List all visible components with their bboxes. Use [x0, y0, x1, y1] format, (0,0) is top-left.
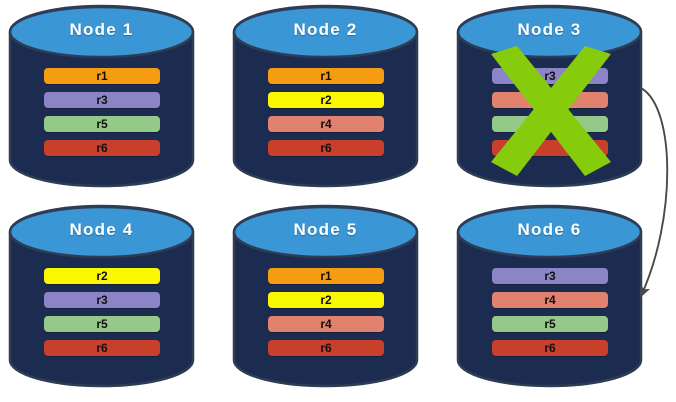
record-bar[interactable]: r5 — [44, 316, 160, 332]
node-3[interactable]: Node 3r3r4r5r6 — [456, 4, 643, 188]
record-bar[interactable]: r3 — [44, 292, 160, 308]
record-label: r2 — [320, 293, 332, 307]
record-bar[interactable]: r6 — [268, 140, 384, 156]
record-list: r2 r3 r5 r6 — [44, 268, 160, 364]
cylinder-top-disc — [232, 205, 419, 259]
record-label: r2 — [320, 93, 332, 107]
record-list: r3 r4 r5 r6 — [492, 268, 608, 364]
record-bar[interactable]: r3 — [492, 68, 608, 84]
record-bar[interactable]: r1 — [44, 68, 160, 84]
record-label: r4 — [544, 93, 555, 107]
record-list: r1 r2 r4 r6 — [268, 268, 384, 364]
record-bar[interactable]: r6 — [268, 340, 384, 356]
record-label: r5 — [544, 317, 556, 331]
cylinder-top-disc — [8, 205, 195, 259]
record-label: r3 — [96, 93, 108, 107]
record-bar[interactable]: r6 — [44, 340, 160, 356]
cylinder-top-disc — [8, 5, 195, 59]
record-label: r6 — [544, 141, 555, 155]
record-label: r6 — [320, 141, 332, 155]
record-bar[interactable]: r5 — [492, 316, 608, 332]
record-label: r3 — [544, 269, 556, 283]
record-label: r4 — [544, 293, 556, 307]
record-bar[interactable]: r5 — [492, 116, 608, 132]
record-list: r1 r2 r4 r6 — [268, 68, 384, 164]
record-bar[interactable]: r2 — [268, 292, 384, 308]
record-bar[interactable]: r5 — [44, 116, 160, 132]
record-bar[interactable]: r2 — [44, 268, 160, 284]
record-bar[interactable]: r4 — [268, 116, 384, 132]
record-bar[interactable]: r4 — [492, 292, 608, 308]
record-label: r6 — [96, 141, 108, 155]
record-label: r5 — [544, 117, 555, 131]
record-bar[interactable]: r6 — [492, 340, 608, 356]
record-label: r6 — [544, 341, 556, 355]
record-bar[interactable]: r2 — [268, 92, 384, 108]
record-bar[interactable]: r4 — [268, 316, 384, 332]
record-bar[interactable]: r3 — [492, 268, 608, 284]
record-label: r3 — [544, 69, 556, 83]
cylinder-top-disc — [456, 5, 643, 59]
record-bar[interactable]: r6 — [492, 140, 608, 156]
record-label: r4 — [320, 317, 332, 331]
record-label: r3 — [96, 293, 108, 307]
record-bar[interactable]: r1 — [268, 268, 384, 284]
record-label: r5 — [96, 317, 108, 331]
record-label: r1 — [320, 69, 332, 83]
record-label: r1 — [320, 269, 332, 283]
record-bar[interactable]: r4 — [492, 92, 608, 108]
record-bar[interactable]: r3 — [44, 92, 160, 108]
record-label: r2 — [96, 269, 108, 283]
record-label: r5 — [96, 117, 108, 131]
cylinder-top-disc — [232, 5, 419, 59]
record-label: r1 — [96, 69, 108, 83]
failover-arrow-path — [640, 87, 669, 298]
record-label: r6 — [96, 341, 108, 355]
record-list: r1 r3 r5 r6 — [44, 68, 160, 164]
cylinder-top-disc — [456, 205, 643, 259]
record-bar[interactable]: r6 — [44, 140, 160, 156]
record-label: r6 — [320, 341, 332, 355]
record-list: r3 r4 r5 r6 — [492, 68, 608, 164]
record-label: r4 — [320, 117, 332, 131]
record-bar[interactable]: r1 — [268, 68, 384, 84]
